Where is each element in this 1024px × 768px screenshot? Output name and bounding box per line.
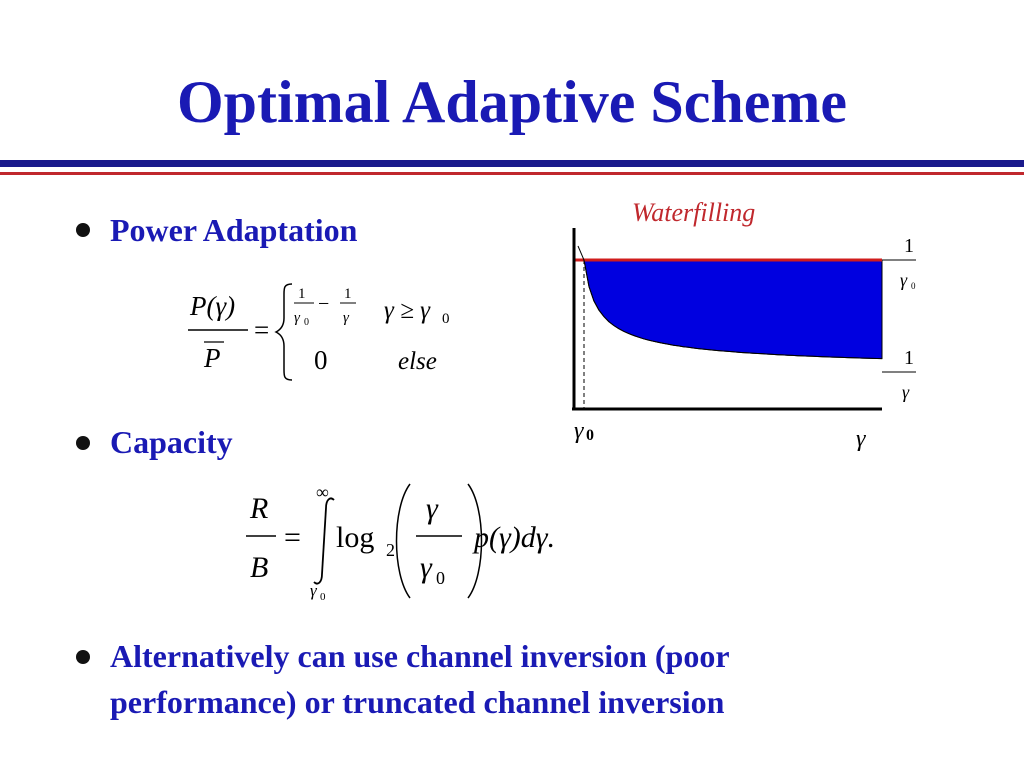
inverse-gamma-curve [577, 245, 883, 360]
frac-one-b: 1 [344, 286, 352, 302]
x-tick-gamma0-sub: 0 [586, 427, 594, 444]
right-top-denominator: γ [900, 270, 908, 290]
capacity-equation: R B = ∞ γ 0 log 2 γ γ 0 p(γ)dγ. [246, 482, 555, 603]
integral-upper-limit: ∞ [316, 482, 329, 502]
x-axis-label: γ [856, 426, 866, 452]
right-bottom-denominator: γ [902, 382, 910, 402]
power-lhs-denominator: P [203, 343, 221, 373]
bullet-power-adaptation: Power Adaptation [110, 212, 358, 248]
right-bottom-numerator: 1 [904, 347, 914, 369]
case-2-condition: else [398, 348, 437, 375]
bullet-dot [76, 436, 90, 450]
inner-fraction-denominator-sub: 0 [436, 568, 445, 588]
power-adaptation-equation: P(γ) P = 1 γ 0 − 1 γ γ ≥ γ 0 0 else [188, 283, 450, 381]
bullet-dot [76, 650, 90, 664]
inner-fraction-numerator: γ [426, 492, 439, 525]
slide-title: Optimal Adaptive Scheme [177, 69, 847, 135]
right-top-numerator: 1 [904, 235, 914, 257]
frac-one-a: 1 [298, 286, 306, 302]
bullet-alternatively-line2: performance) or truncated channel invers… [110, 684, 725, 720]
integral-lower-limit-sub: 0 [320, 591, 326, 603]
bullet-dot [76, 223, 90, 237]
right-top-denominator-sub: 0 [911, 281, 916, 291]
gamma0-a-sub: 0 [304, 317, 309, 328]
integral-lower-limit: γ [310, 581, 318, 600]
svg-text:=: = [284, 521, 301, 554]
capacity-tail: p(γ)dγ. [472, 521, 555, 554]
svg-text:−: − [318, 293, 329, 315]
figure-caption: Waterfilling [632, 198, 756, 227]
log-operator: log [336, 521, 374, 554]
condition-1-sub: 0 [442, 311, 450, 327]
gamma-b: γ [343, 310, 350, 326]
svg-text:=: = [254, 315, 269, 345]
log-base: 2 [386, 540, 395, 560]
capacity-lhs-numerator: R [249, 492, 268, 525]
inner-fraction-denominator: γ [420, 551, 433, 584]
bullet-alternatively-line1: Alternatively can use channel inversion … [110, 638, 730, 674]
waterfilling-fill-region [583, 259, 883, 360]
x-tick-gamma0: γ [574, 418, 584, 444]
case-2-value: 0 [314, 345, 328, 375]
capacity-lhs-denominator: B [250, 551, 268, 584]
condition-1: γ ≥ γ [384, 297, 431, 324]
title-rule-navy [0, 160, 1024, 167]
gamma0-a: γ [294, 310, 301, 326]
power-lhs-numerator: P(γ) [189, 291, 235, 321]
bullet-capacity: Capacity [110, 424, 233, 460]
title-rule-red [0, 172, 1024, 175]
waterfilling-figure: γ 0 γ 1 γ 0 1 γ [572, 228, 916, 452]
